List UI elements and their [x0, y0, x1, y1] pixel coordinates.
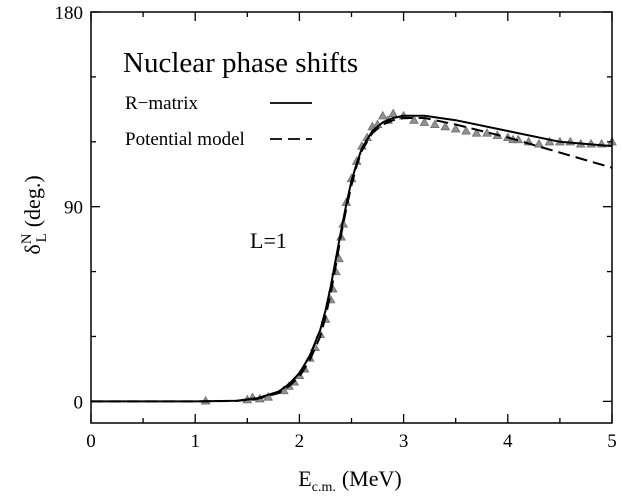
y-axis-label-sup: N — [19, 233, 35, 244]
y-axis-label: δNL (deg.) — [19, 175, 50, 254]
legend-label-potential-model: Potential model — [125, 129, 245, 150]
data-point — [544, 136, 555, 146]
svg-text:δNL(deg.): δNL (deg.) — [19, 175, 50, 254]
data-point — [440, 121, 451, 131]
data-point — [419, 117, 430, 126]
y-tick-label: 0 — [74, 392, 84, 413]
y-tick-label: 90 — [64, 198, 83, 219]
series-line-r-matrix — [91, 114, 613, 403]
data-point — [429, 119, 440, 129]
chart-title: Nuclear phase shifts — [123, 47, 358, 79]
x-axis-label-unit: (MeV) — [342, 466, 402, 491]
data-point — [461, 125, 472, 135]
data-point — [388, 108, 399, 118]
x-tick-label: 4 — [503, 431, 513, 452]
data-point — [534, 138, 544, 148]
legend-label-r-matrix: R−matrix — [125, 93, 198, 114]
data-point — [377, 110, 388, 120]
data-point — [409, 115, 419, 124]
y-tick-label: 180 — [55, 3, 84, 24]
x-tick-label: 3 — [399, 431, 409, 452]
annotation-l1: L=1 — [250, 228, 287, 253]
x-tick-label: 5 — [607, 431, 617, 452]
x-axis-label-sub: c.m. — [312, 480, 336, 495]
legend: R−matrix Potential model — [125, 93, 312, 150]
data-point — [450, 123, 461, 133]
x-axis-label: Ec.m. (MeV) — [298, 466, 401, 495]
y-axis-label-sub: L — [34, 233, 50, 242]
y-axis-label-main: δ — [20, 244, 45, 254]
x-tick-label: 1 — [190, 431, 200, 452]
axes-layer: 0 1 2 3 4 5 0 90 180 — [55, 3, 617, 452]
x-tick-label: 2 — [295, 431, 305, 452]
data-layer — [91, 108, 617, 405]
x-tick-label: 0 — [86, 431, 96, 452]
data-point — [471, 128, 482, 137]
x-axis-label-main: E — [298, 466, 311, 491]
y-axis-label-unit: (deg.) — [20, 175, 45, 227]
series-line-potential-model — [91, 117, 613, 403]
